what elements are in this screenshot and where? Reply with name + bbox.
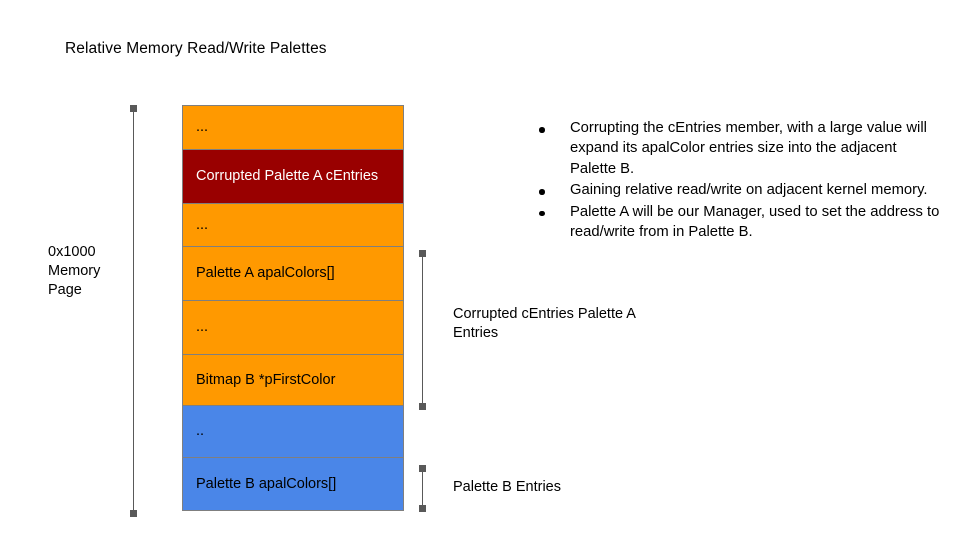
memory-row-palette-a-apalcolors[interactable]: Palette A apalColors[]: [182, 246, 404, 301]
list-item: Gaining relative read/write on adjacent …: [534, 180, 946, 200]
memory-row-label: Bitmap B *pFirstColor: [196, 371, 336, 388]
memory-row[interactable]: ...: [182, 300, 404, 355]
memory-row-label: ...: [196, 216, 209, 233]
memory-row[interactable]: ...: [182, 203, 404, 247]
bullet-list: Corrupting the cEntries member, with a l…: [534, 118, 946, 243]
bracket-palette-b-entries: [419, 465, 426, 512]
memory-row-palette-b-apalcolors[interactable]: Palette B apalColors[]: [182, 457, 404, 511]
bullet-dot-icon: [539, 127, 545, 133]
bracket-bar: [133, 108, 135, 514]
memory-row-corrupted-centries[interactable]: Corrupted Palette A cEntries: [182, 149, 404, 204]
bracket-bar: [422, 253, 424, 407]
memory-row-bitmap-b-pfirstcolor[interactable]: Bitmap B *pFirstColor: [182, 354, 404, 406]
memory-row[interactable]: ..: [182, 405, 404, 458]
bullet-dot-icon: [539, 210, 545, 217]
bracket-cap-bottom: [130, 510, 137, 517]
memory-row-label: Palette A apalColors[]: [196, 265, 335, 282]
memory-row-label: ...: [196, 319, 209, 336]
label-palette-a-entries: Corrupted cEntries Palette A Entries: [453, 306, 636, 342]
list-item-text: Palette A will be our Manager, used to s…: [570, 203, 940, 241]
page-title: Relative Memory Read/Write Palettes: [65, 40, 327, 57]
bullet-dot-icon: [539, 189, 545, 195]
memory-row-label: ...: [196, 119, 209, 136]
list-item-text: Gaining relative read/write on adjacent …: [570, 182, 928, 199]
bracket-bar: [422, 468, 424, 509]
memory-page-stack: ... Corrupted Palette A cEntries ... Pal…: [182, 105, 404, 517]
memory-row-label: ..: [196, 423, 205, 440]
label-palette-b-entries: Palette B Entries: [453, 479, 561, 495]
memory-row-label: Palette B apalColors[]: [196, 475, 337, 492]
bracket-palette-a-entries: [419, 250, 426, 410]
bracket-cap-bottom: [419, 505, 426, 512]
list-item: Corrupting the cEntries member, with a l…: [534, 118, 946, 179]
memory-row[interactable]: ...: [182, 105, 404, 150]
list-item: Palette A will be our Manager, used to s…: [534, 202, 946, 243]
memory-row-label: Corrupted Palette A cEntries: [196, 168, 379, 185]
list-item-text: Corrupting the cEntries member, with a l…: [570, 120, 927, 177]
label-memory-page: 0x1000 Memory Page: [48, 244, 101, 299]
bracket-cap-bottom: [419, 403, 426, 410]
bracket-memory-page: [130, 105, 137, 517]
